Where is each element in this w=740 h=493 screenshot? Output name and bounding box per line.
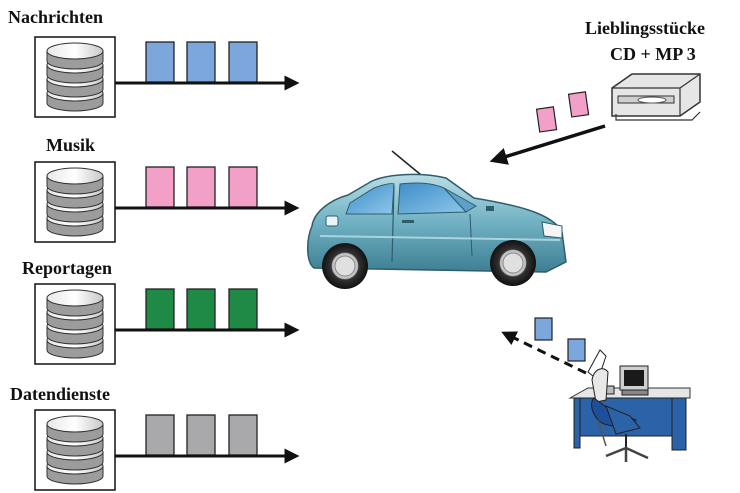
packet [228,288,258,330]
stream-label-musik: Musik [46,135,96,155]
stream-label-datendienste: Datendienste [10,384,110,404]
stream-row [34,283,300,365]
uplink-packets [534,317,586,362]
database-icon [34,283,116,365]
packet [186,414,216,456]
database-icon [34,36,116,118]
cd-label-line1: Lieblingsstücke [585,18,706,38]
packet [145,41,175,83]
stream-row [34,161,300,243]
packet [145,166,175,208]
packet [145,414,175,456]
packet [186,288,216,330]
packet [145,288,175,330]
cd-packets [535,91,590,133]
packet [228,41,258,83]
stream-row [34,409,300,491]
uplink-packet [567,338,586,362]
cd-player-icon [611,73,701,121]
packet [186,41,216,83]
cd-to-car-arrow [489,124,606,165]
car-icon [307,150,567,289]
uplink-packet [534,317,553,341]
workstation-icon [568,349,691,462]
cd-label-line2: CD + MP 3 [610,44,696,64]
stream-label-reportagen: Reportagen [22,258,112,278]
database-icon [34,409,116,491]
packet [186,166,216,208]
packet [228,414,258,456]
stream-label-nachrichten: Nachrichten [8,7,103,27]
stream-row [34,36,300,118]
cd-packet [535,106,558,133]
cd-packet [567,91,590,118]
packet [228,166,258,208]
database-icon [34,161,116,243]
